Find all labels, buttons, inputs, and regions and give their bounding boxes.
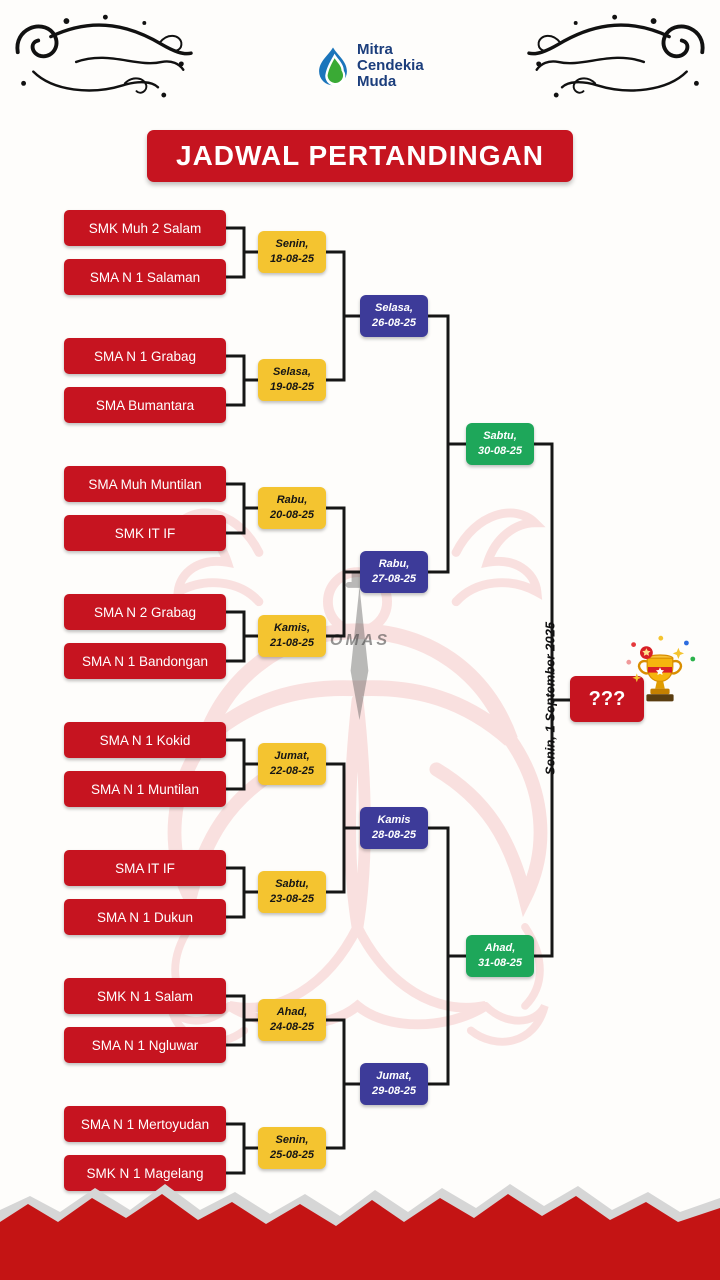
- connector-pair-1: [226, 226, 258, 279]
- match-schedule-box: Sabtu, 30-08-25: [466, 423, 534, 465]
- team-box: SMA N 1 Mertoyudan: [64, 1106, 226, 1142]
- corner-flourish-left-icon: [15, 14, 193, 98]
- connector-semi-1: [428, 314, 466, 574]
- match-date: 27-08-25: [371, 573, 417, 585]
- team-box: SMA Muh Muntilan: [64, 466, 226, 502]
- team-box: SMA N 1 Salaman: [64, 259, 226, 295]
- match-day: Selasa,: [273, 366, 311, 379]
- match-schedule-box: Senin, 25-08-25: [258, 1127, 326, 1169]
- team-box: SMA IT IF: [64, 850, 226, 886]
- connector-quarter-1: [326, 250, 360, 382]
- connector-pair-8: [226, 1122, 258, 1175]
- connector-quarter-4: [326, 1018, 360, 1150]
- connector-pair-4: [226, 610, 258, 663]
- team-box: SMA N 1 Dukun: [64, 899, 226, 935]
- match-date: 24-08-25: [269, 1021, 315, 1033]
- corner-flourish-right-icon: [527, 14, 705, 98]
- trophy-icon: [626, 635, 696, 702]
- match-day: Senin,: [275, 1134, 309, 1147]
- match-schedule-box: Jumat, 29-08-25: [360, 1063, 428, 1105]
- match-day: Senin,: [275, 238, 309, 251]
- match-schedule-box: Selasa, 26-08-25: [360, 295, 428, 337]
- match-date: 19-08-25: [269, 381, 315, 393]
- match-schedule-box: Sabtu, 23-08-25: [258, 871, 326, 913]
- match-day: Selasa,: [375, 302, 413, 315]
- team-box: SMK IT IF: [64, 515, 226, 551]
- team-box: SMK N 1 Salam: [64, 978, 226, 1014]
- team-box: SMA N 2 Grabag: [64, 594, 226, 630]
- match-date: 18-08-25: [269, 253, 315, 265]
- connector-pair-3: [226, 482, 258, 535]
- match-day: Kamis: [377, 814, 411, 827]
- match-day: Rabu,: [378, 558, 410, 571]
- team-box: SMA N 1 Kokid: [64, 722, 226, 758]
- match-schedule-box: Rabu, 27-08-25: [360, 551, 428, 593]
- match-date: 22-08-25: [269, 765, 315, 777]
- logo-text: Mitra Cendekia Muda: [357, 41, 424, 91]
- connector-semi-2: [428, 826, 466, 1086]
- match-date: 21-08-25: [269, 637, 315, 649]
- team-box: SMA Bumantara: [64, 387, 226, 423]
- match-schedule-box: Senin, 18-08-25: [258, 231, 326, 273]
- connector-pair-2: [226, 354, 258, 407]
- match-schedule-box: Kamis, 21-08-25: [258, 615, 326, 657]
- torn-paper-edge: [0, 1184, 720, 1280]
- connector-pair-5: [226, 738, 258, 791]
- match-date: 29-08-25: [371, 1085, 417, 1097]
- final-date-label: Senin, 1 September 2025: [542, 621, 558, 776]
- team-box: SMK N 1 Magelang: [64, 1155, 226, 1191]
- logo-line: Cendekia: [357, 57, 424, 75]
- match-day: Jumat,: [274, 750, 310, 763]
- match-date: 20-08-25: [269, 509, 315, 521]
- match-day: Sabtu,: [483, 430, 517, 443]
- match-schedule-box: Jumat, 22-08-25: [258, 743, 326, 785]
- match-day: Rabu,: [276, 494, 308, 507]
- team-box: SMA N 1 Muntilan: [64, 771, 226, 807]
- team-box: SMA N 1 Grabag: [64, 338, 226, 374]
- match-date: 31-08-25: [477, 957, 523, 969]
- match-schedule-box: Rabu, 20-08-25: [258, 487, 326, 529]
- match-schedule-box: Kamis 28-08-25: [360, 807, 428, 849]
- match-day: Sabtu,: [275, 878, 309, 891]
- connector-pair-7: [226, 994, 258, 1047]
- match-schedule-box: Ahad, 24-08-25: [258, 999, 326, 1041]
- match-date: 28-08-25: [371, 829, 417, 841]
- logo-line: Muda: [357, 73, 397, 91]
- match-day: Ahad,: [276, 1006, 308, 1019]
- champion-placeholder: ???: [570, 676, 644, 722]
- match-date: 25-08-25: [269, 1149, 315, 1161]
- match-day: Kamis,: [273, 622, 311, 635]
- match-date: 30-08-25: [477, 445, 523, 457]
- connector-quarter-2: [326, 506, 360, 638]
- page-title: JADWAL PERTANDINGAN: [147, 130, 573, 182]
- match-schedule-box: Selasa, 19-08-25: [258, 359, 326, 401]
- match-day: Ahad,: [484, 942, 516, 955]
- connector-pair-6: [226, 866, 258, 919]
- team-box: SMK Muh 2 Salam: [64, 210, 226, 246]
- match-day: Jumat,: [376, 1070, 412, 1083]
- logo-line: Mitra: [357, 41, 393, 58]
- match-schedule-box: Ahad, 31-08-25: [466, 935, 534, 977]
- watermark-text: OMAS: [330, 632, 390, 649]
- team-box: SMA N 1 Bandongan: [64, 643, 226, 679]
- match-date: 26-08-25: [371, 317, 417, 329]
- logo-drop-icon: [319, 47, 347, 87]
- team-box: SMA N 1 Ngluwar: [64, 1027, 226, 1063]
- logo: Mitra Cendekia Muda: [316, 41, 424, 91]
- connector-quarter-3: [326, 762, 360, 894]
- match-date: 23-08-25: [269, 893, 315, 905]
